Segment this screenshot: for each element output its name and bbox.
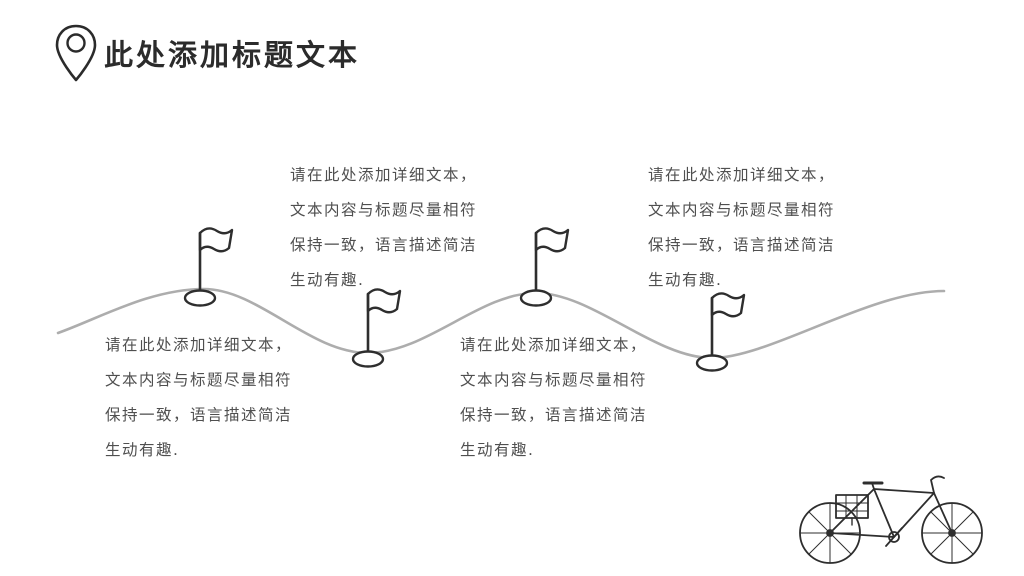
text-line: 生动有趣. bbox=[460, 441, 535, 459]
text-line: 请在此处添加详细文本， bbox=[105, 336, 293, 354]
text-line: 请在此处添加详细文本， bbox=[460, 336, 648, 354]
flag-marker-icon bbox=[176, 223, 238, 309]
text-line: 保持一致，语言描述简洁 bbox=[105, 406, 293, 424]
text-line: 文本内容与标题尽量相符 bbox=[460, 371, 648, 389]
text-line: 文本内容与标题尽量相符 bbox=[105, 371, 293, 389]
slide-title: 此处添加标题文本 bbox=[104, 38, 361, 72]
text-block-bottom-right: 请在此处添加详细文本， 文本内容与标题尽量相符 保持一致，语言描述简洁 生动有趣… bbox=[460, 328, 647, 468]
text-line: 生动有趣. bbox=[290, 271, 365, 289]
text-line: 文本内容与标题尽量相符 bbox=[648, 201, 836, 219]
flag-marker-icon bbox=[688, 288, 750, 374]
text-line: 保持一致，语言描述简洁 bbox=[460, 406, 648, 424]
text-line: 请在此处添加详细文本， bbox=[648, 166, 836, 184]
bicycle-sketch-icon bbox=[799, 475, 983, 564]
text-line: 请在此处添加详细文本， bbox=[290, 166, 478, 184]
text-line: 保持一致，语言描述简洁 bbox=[648, 236, 836, 254]
text-line: 文本内容与标题尽量相符 bbox=[290, 201, 478, 219]
text-line: 生动有趣. bbox=[648, 271, 723, 289]
location-pin-icon bbox=[55, 24, 97, 82]
text-line: 生动有趣. bbox=[105, 441, 180, 459]
text-block-bottom-left: 请在此处添加详细文本， 文本内容与标题尽量相符 保持一致，语言描述简洁 生动有趣… bbox=[105, 328, 292, 468]
text-line: 保持一致，语言描述简洁 bbox=[290, 236, 478, 254]
text-block-top-right: 请在此处添加详细文本， 文本内容与标题尽量相符 保持一致，语言描述简洁 生动有趣… bbox=[648, 158, 835, 298]
slide-header: 此处添加标题文本 bbox=[52, 22, 360, 84]
flag-marker-icon bbox=[512, 223, 574, 309]
text-block-top-left: 请在此处添加详细文本， 文本内容与标题尽量相符 保持一致，语言描述简洁 生动有趣… bbox=[290, 158, 477, 298]
